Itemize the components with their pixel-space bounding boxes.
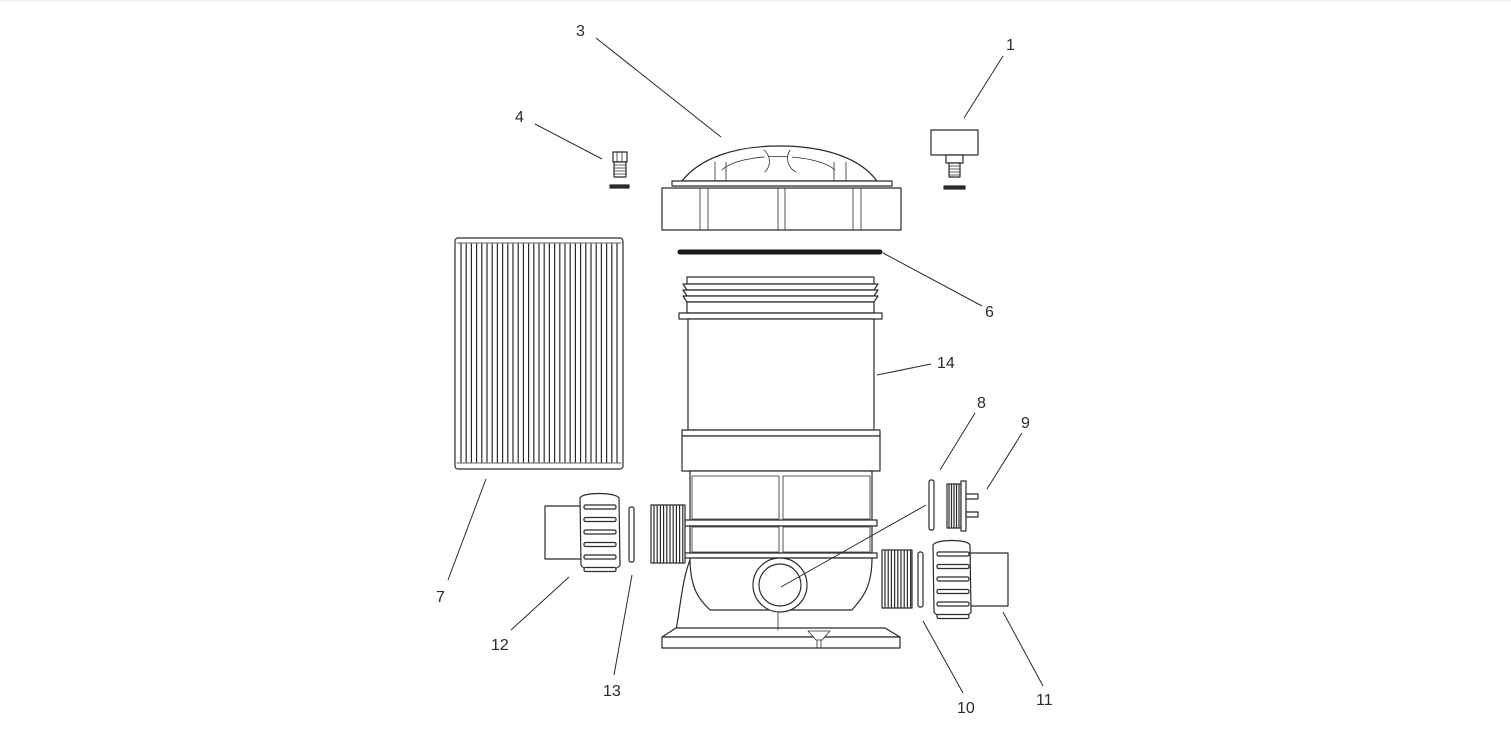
part-left-port-thread (650, 504, 686, 564)
part-lid (661, 145, 902, 231)
left-grips-slot (583, 554, 617, 560)
leader-11 (1002, 611, 1044, 687)
part-pressure-gauge (930, 129, 979, 190)
callout-8: 8 (977, 395, 986, 412)
callout-6: 6 (985, 304, 994, 321)
callout-3: 3 (576, 23, 585, 40)
callout-labels: 1 3 4 6 7 8 9 10 11 12 13 14 (436, 23, 1053, 717)
left-grips-slot (583, 529, 617, 535)
leader-10 (922, 620, 964, 694)
part-right-port-thread (881, 549, 913, 609)
right-grips-slot (936, 588, 970, 595)
part-right-union (932, 539, 1009, 620)
right-grips-slot (936, 601, 970, 607)
leader-14 (876, 363, 932, 376)
leader-9 (986, 432, 1023, 490)
callout-1: 1 (1006, 37, 1015, 54)
left-grips-slot (583, 516, 617, 523)
leader-8 (939, 412, 976, 471)
right-grips-slot (936, 551, 970, 557)
part-small-oring (928, 479, 935, 531)
callout-10: 10 (957, 700, 975, 717)
leader-8b (780, 504, 927, 588)
left-grips-slot (583, 566, 617, 573)
leader-13 (613, 574, 633, 676)
right-grips-slot (936, 563, 970, 570)
leader-1 (963, 55, 1004, 119)
leader-12 (510, 576, 570, 631)
right-grips-slot (936, 613, 970, 620)
part-left-oring (628, 506, 635, 563)
callout-13: 13 (603, 683, 621, 700)
part-threaded-adapter (946, 480, 979, 532)
part-cartridge (454, 237, 624, 470)
left-grips-slot (583, 504, 617, 510)
callout-14: 14 (937, 355, 955, 372)
part-left-union (544, 492, 621, 573)
part-tank (661, 276, 901, 649)
callout-4: 4 (515, 109, 524, 126)
right-grips-slot (936, 576, 970, 582)
callout-11: 11 (1036, 692, 1053, 709)
left-grips-slot (583, 541, 617, 548)
leader-3 (595, 37, 722, 138)
callout-12: 12 (491, 637, 509, 654)
part-vent-plug (609, 151, 630, 189)
callout-7: 7 (436, 589, 445, 606)
callout-9: 9 (1021, 415, 1030, 432)
leader-lines (447, 37, 1044, 694)
leader-7 (447, 478, 487, 581)
leader-6 (882, 252, 983, 307)
leader-4 (534, 123, 603, 160)
part-right-oring (917, 551, 924, 608)
